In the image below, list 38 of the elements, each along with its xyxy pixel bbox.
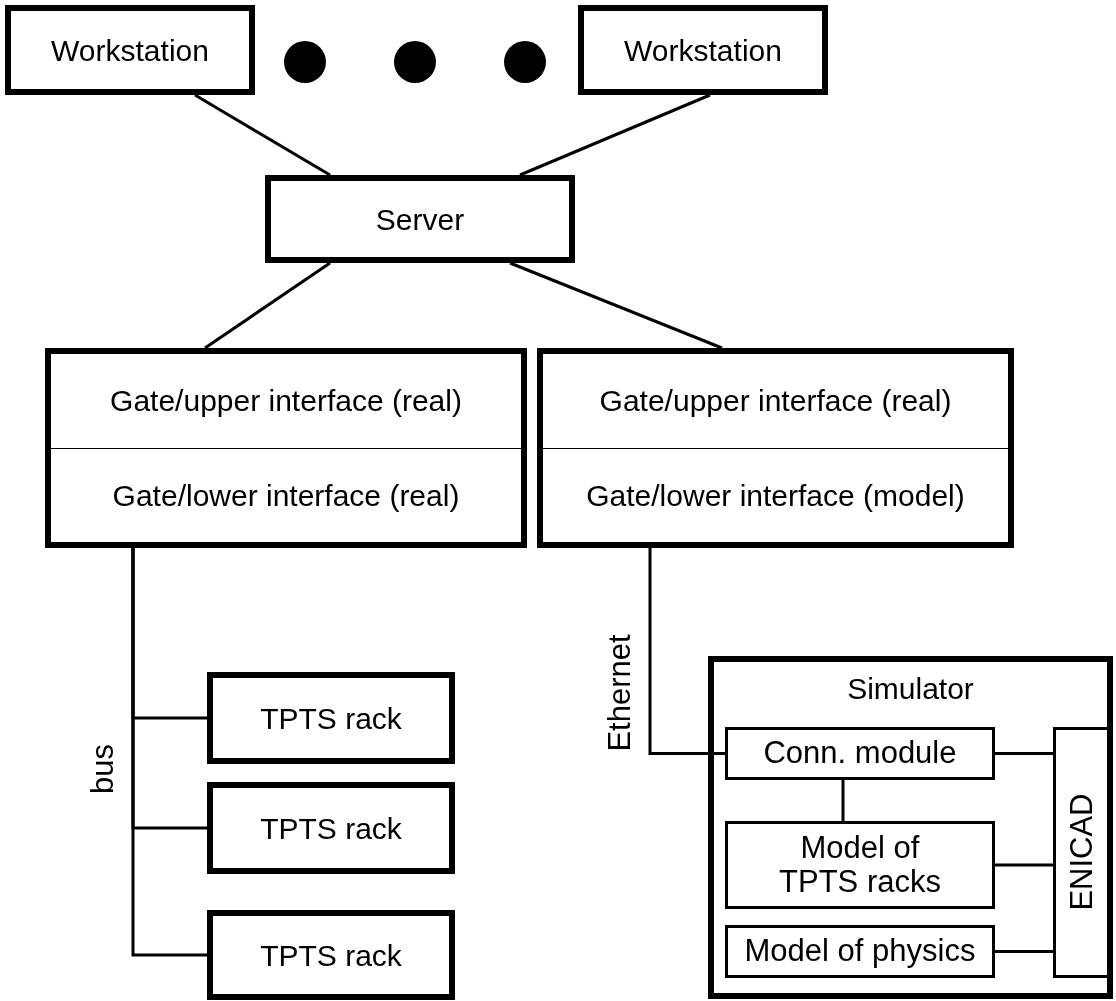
connector-line	[131, 548, 207, 957]
connector-line	[509, 261, 723, 350]
node-label: Workstation	[51, 33, 209, 67]
node-label: TPTS rack	[260, 811, 402, 845]
node-label: Server	[375, 202, 465, 236]
node-label: Model of physics	[743, 934, 977, 969]
process-box	[5, 5, 255, 95]
simulator-container	[708, 656, 1113, 999]
process-box	[725, 821, 995, 909]
connector-line	[995, 863, 1053, 867]
process-box	[207, 910, 455, 1000]
node-label: ENICAD	[1064, 792, 1099, 914]
process-box	[537, 348, 1014, 548]
node-label: TPTS rack	[260, 938, 402, 972]
connector-line	[648, 548, 725, 755]
node-label: Model of TPTS racks	[778, 830, 942, 900]
container-title: Simulator	[847, 672, 974, 705]
process-box	[207, 672, 455, 764]
process-box	[45, 348, 527, 548]
process-box	[207, 782, 455, 874]
process-box	[1053, 727, 1110, 978]
process-box	[265, 175, 575, 263]
connector-line	[194, 93, 331, 177]
process-box	[578, 5, 828, 95]
connector-line	[519, 93, 711, 177]
node-label: Gate/upper interface (real)	[110, 384, 462, 418]
node-label: Workstation	[624, 33, 782, 67]
node-label: Conn. module	[762, 736, 958, 771]
process-box	[725, 727, 995, 780]
connector-line	[995, 950, 1053, 953]
node-label: Gate/lower interface (model)	[586, 478, 965, 512]
process-box	[725, 925, 995, 978]
connector-line	[841, 780, 845, 821]
node-label: Gate/lower interface (real)	[112, 478, 460, 512]
node-label: TPTS rack	[260, 701, 402, 735]
connector-line	[995, 752, 1053, 755]
node-label: Gate/upper interface (real)	[599, 384, 952, 418]
connector-line	[204, 261, 331, 350]
